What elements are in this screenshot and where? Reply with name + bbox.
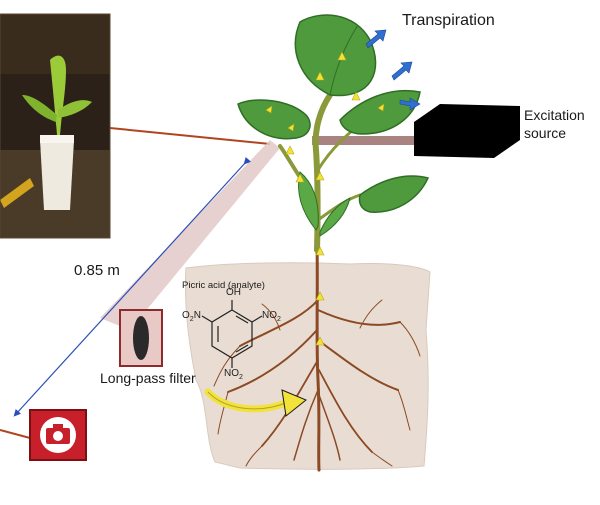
long-pass-filter-label: Long-pass filter [100,370,196,386]
right-nitro-group-label: NO2 [262,310,281,323]
curved-flow-arrow-icon [204,388,307,417]
bottom-nitro-group-label: NO2 [224,368,243,381]
camera-icon [0,409,87,461]
long-pass-filter-icon [119,309,163,367]
transpiration-arrow-icon [365,29,421,111]
photo-connector-line [109,127,271,145]
plant-leaves [237,14,430,237]
soil-block [184,262,431,470]
distance-line [13,156,252,417]
excitation-source-label: Excitation source [524,107,585,141]
excitation-beam [312,136,418,145]
picric-acid-structure [201,300,263,368]
left-nitro-group-label: O2N [182,310,201,323]
excitation-source-box [414,104,520,158]
distance-label: 0.85 m [74,262,120,279]
analyte-label: Picric acid (analyte) [182,280,265,291]
transpiration-label: Transpiration [402,12,495,29]
oh-group-label: OH [226,287,241,298]
plant-photo [0,13,111,239]
water-transport-arrows [265,51,385,346]
